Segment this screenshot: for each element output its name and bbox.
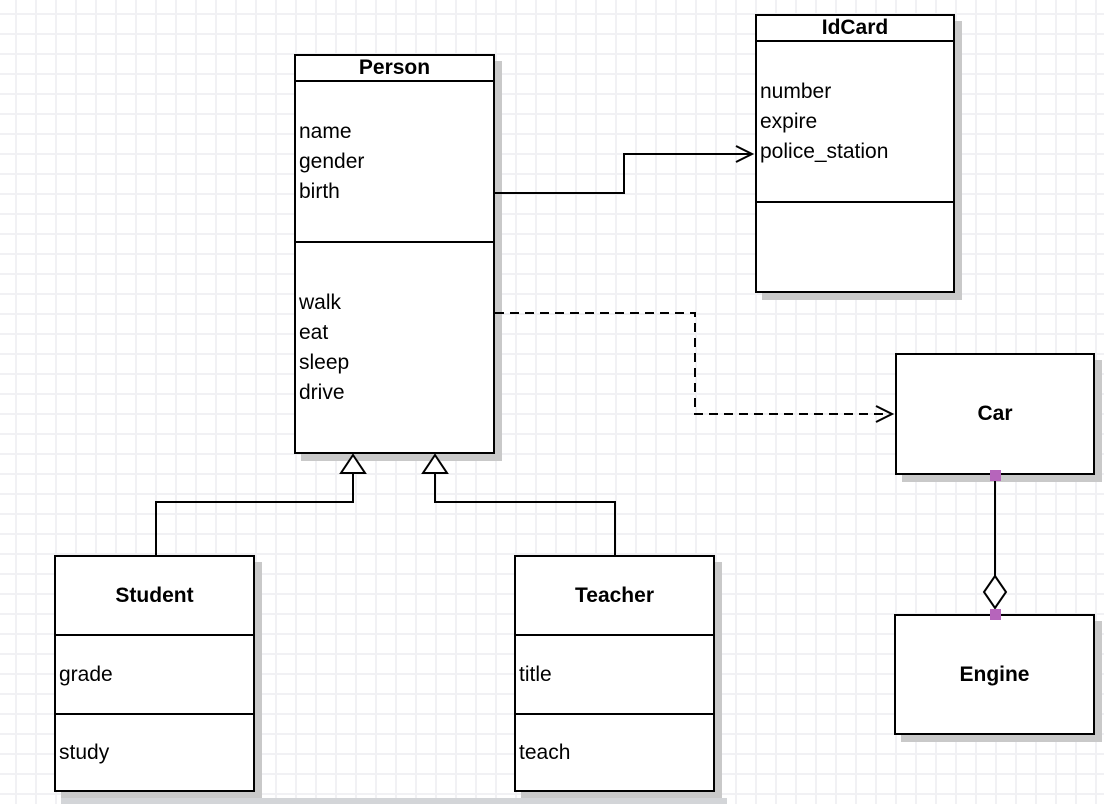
attribute: grade [59,662,113,686]
hollow-triangle-icon [421,453,449,474]
class-student[interactable]: Student grade study [54,555,255,792]
class-person-title: Person [358,56,431,79]
generalization-teacher-person[interactable] [421,453,616,555]
attribute: gender [299,149,365,173]
class-idcard[interactable]: IdCard number expire police_station [755,14,955,293]
edge-endpoint-handle[interactable] [990,470,1001,481]
aggregation-car-engine[interactable] [982,470,1008,620]
class-teacher[interactable]: Teacher title teach [514,555,715,792]
class-student-methods: study [56,713,253,790]
hollow-diamond-icon [982,574,1008,610]
class-teacher-methods: teach [516,713,713,790]
method: sleep [299,350,350,374]
class-engine-title: Engine [959,662,1030,686]
canvas-page-edge [61,798,727,804]
class-idcard-methods [757,201,953,291]
class-student-attributes: grade [56,634,253,713]
method: walk [299,290,342,314]
method: teach [519,740,571,764]
open-arrowhead-icon [875,405,895,423]
method: study [59,740,110,764]
class-car-title: Car [977,402,1013,425]
method: eat [299,320,329,344]
class-car[interactable]: Car [895,353,1095,475]
attribute: police_station [760,139,889,163]
edge-endpoint-handle[interactable] [990,609,1001,620]
dependency-person-car[interactable] [495,312,895,423]
attribute: birth [299,179,340,203]
attribute: title [519,662,552,686]
attribute: name [299,119,352,143]
class-idcard-title: IdCard [821,16,889,39]
generalization-student-person[interactable] [155,453,367,555]
class-student-title: Student [115,583,194,607]
class-idcard-attributes: number expire police_station [757,40,953,201]
class-person-attributes: name gender birth [296,80,493,241]
class-engine[interactable]: Engine [894,614,1095,735]
class-person[interactable]: Person name gender birth walk eat sleep … [294,54,495,454]
association-person-idcard[interactable] [495,145,755,194]
attribute: number [760,79,832,103]
class-teacher-title: Teacher [575,583,654,607]
attribute: expire [760,109,818,133]
open-arrowhead-icon [735,145,755,163]
hollow-triangle-icon [339,453,367,474]
method: drive [299,380,345,404]
class-person-methods: walk eat sleep drive [296,241,493,452]
class-teacher-attributes: title [516,634,713,713]
